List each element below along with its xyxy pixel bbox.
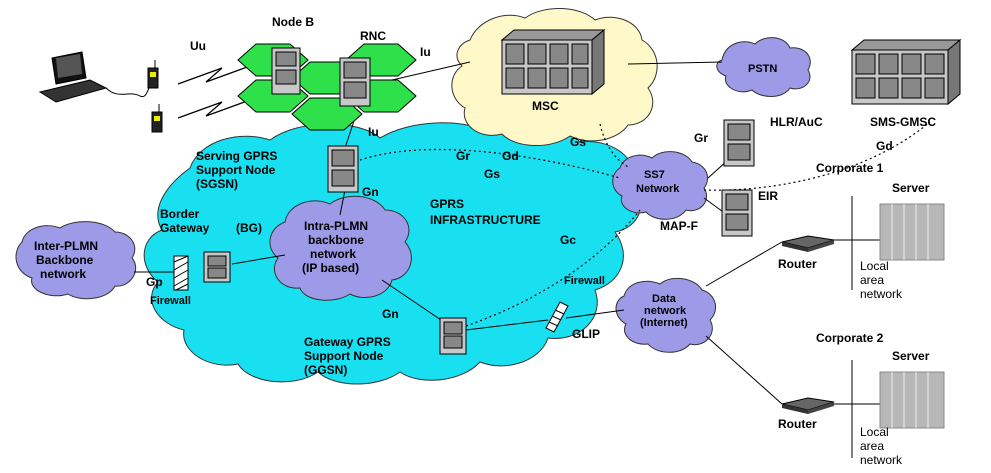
sms-gmsc-server-icon <box>850 38 962 106</box>
label-gn-bottom: Gn <box>382 307 399 321</box>
firewall-icon <box>173 255 189 291</box>
label-gn-top: Gn <box>362 185 379 199</box>
label-border-gw-line1: Border <box>160 207 200 221</box>
server-rack-icon <box>879 203 945 261</box>
label-plmn-line3: network <box>310 247 356 261</box>
signaling-lines <box>359 121 931 327</box>
label-router1: Router <box>778 257 817 271</box>
label-bg: (BG) <box>236 221 262 235</box>
rnc-server-icon <box>339 57 371 107</box>
label-plmn-line2: backbone <box>308 233 364 247</box>
label-eir: EIR <box>758 189 778 203</box>
router-icon <box>781 397 835 414</box>
label-server2: Server <box>892 349 930 363</box>
mobile-phone-icon <box>151 104 163 133</box>
label-ggsn-line1: Gateway GPRS <box>304 335 391 349</box>
label-lan2-line3: network <box>860 453 903 467</box>
label-inter-plmn-line1: Inter-PLMN <box>34 239 98 253</box>
label-firewall-left: Firewall <box>150 295 191 307</box>
router-icon <box>781 235 835 252</box>
label-iu-sgsn: Iu <box>368 125 379 139</box>
label-sgsn-line3: (SGSN) <box>196 177 238 191</box>
label-uu: Uu <box>190 39 206 53</box>
label-ggsn-line2: Support Node <box>304 349 384 363</box>
label-rnc: RNC <box>360 29 386 43</box>
node-b-server-icon <box>271 47 301 95</box>
label-gr-hlr: Gr <box>694 131 708 145</box>
node-b-cells-icon <box>237 43 417 131</box>
label-server1: Server <box>892 181 930 195</box>
server-rack-icon <box>879 371 945 429</box>
label-gs-msc: Gs <box>570 135 586 149</box>
label-data-net-line1: Data <box>652 293 677 305</box>
label-gd-mid: Gd <box>502 149 519 163</box>
ggsn-server-icon <box>439 317 467 355</box>
label-glip: GLIP <box>572 327 600 341</box>
label-corporate1: Corporate 1 <box>816 161 884 175</box>
label-ss7-line1: SS7 <box>644 169 665 181</box>
label-lan2-line2: area <box>860 439 884 453</box>
label-inter-plmn-line2: Backbone <box>36 253 94 267</box>
msc-server-icon <box>500 28 606 96</box>
radio-link-icon <box>177 65 251 119</box>
label-msc: MSC <box>532 99 559 113</box>
label-hlr-auc: HLR/AuC <box>770 115 823 129</box>
label-map-f: MAP-F <box>660 219 698 233</box>
data-network-cloud <box>615 277 717 353</box>
label-lan1-line3: network <box>860 287 903 301</box>
label-sms-gmsc: SMS-GMSC <box>870 115 936 129</box>
inter-plmn-cloud <box>15 221 137 300</box>
label-data-net-line3: (Internet) <box>640 317 688 329</box>
label-inter-plmn-line3: network <box>40 267 86 281</box>
label-lan1-line2: area <box>860 273 884 287</box>
sgsn-server-icon <box>327 145 359 193</box>
label-plmn-line1: Intra-PLMN <box>304 219 368 233</box>
label-gp: Gp <box>146 275 163 289</box>
pstn-cloud <box>716 37 811 97</box>
ss7-cloud <box>612 151 708 220</box>
border-gateway-server-icon <box>203 251 231 283</box>
label-corporate2: Corporate 2 <box>816 331 884 345</box>
label-lan1-line1: Local <box>860 259 889 273</box>
label-plmn-line4: (IP based) <box>302 261 359 275</box>
label-firewall-right: Firewall <box>564 275 605 287</box>
label-gr-mid: Gr <box>456 149 470 163</box>
label-sgsn-line1: Serving GPRS <box>196 149 277 163</box>
label-ss7-line2: Network <box>636 183 680 195</box>
label-ggsn-line3: (GGSN) <box>304 363 347 377</box>
label-gprs-infra-line1: GPRS <box>430 197 464 211</box>
label-border-gw-line2: Gateway <box>160 221 210 235</box>
laptop-icon <box>38 51 155 103</box>
label-gs-mid: Gs <box>484 167 500 181</box>
label-gprs-infra-line2: INFRASTRUCTURE <box>430 213 541 227</box>
label-iu-top: Iu <box>420 45 431 59</box>
eir-server-icon <box>721 189 753 237</box>
label-sgsn-line2: Support Node <box>196 163 276 177</box>
firewall-icon <box>545 301 569 333</box>
label-gd-sms: Gd <box>876 139 893 153</box>
diagram-labels: Uu Node B RNC Iu Iu MSC PSTN SMS-GMSC HL… <box>34 15 936 467</box>
label-lan2-line1: Local <box>860 425 889 439</box>
label-pstn: PSTN <box>748 63 777 75</box>
label-data-net-line2: network <box>644 305 687 317</box>
connection-lines <box>134 61 880 458</box>
label-node-b: Node B <box>272 15 314 29</box>
intra-plmn-cloud <box>269 195 412 301</box>
label-gc: Gc <box>560 233 576 247</box>
label-router2: Router <box>778 417 817 431</box>
hlr-server-icon <box>723 119 755 167</box>
mobile-phone-icon <box>147 60 159 89</box>
